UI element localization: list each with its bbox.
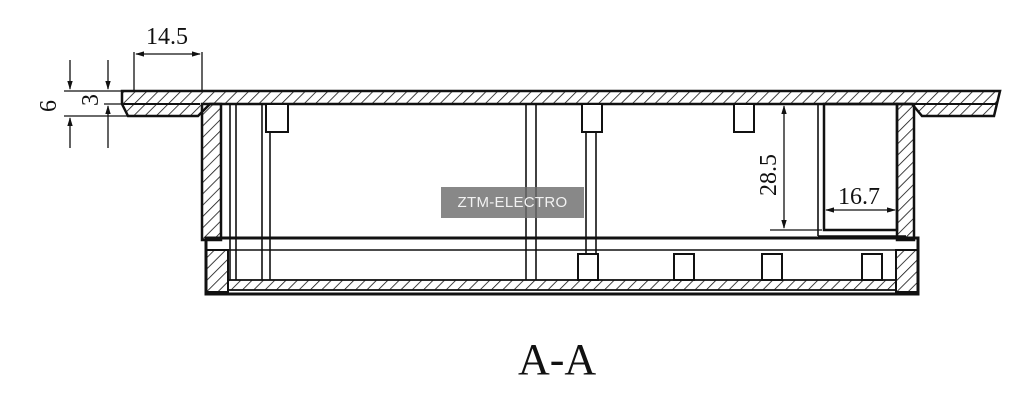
dimension-flange-width: 14.5 bbox=[133, 24, 203, 90]
lid-bosses bbox=[265, 103, 755, 133]
dimension-pocket-width: 16.7 bbox=[825, 184, 896, 213]
left-wall bbox=[200, 102, 223, 242]
right-pocket bbox=[817, 102, 906, 237]
dimension-wall-thickness: 3 bbox=[78, 60, 122, 148]
pocket-width-label: 16.7 bbox=[838, 184, 880, 210]
dimension-overall-thickness: 6 bbox=[36, 60, 128, 148]
right-wall bbox=[895, 102, 916, 242]
watermark: ZTM-ELECTRO bbox=[441, 187, 584, 218]
inner-height-label: 28.5 bbox=[756, 154, 782, 196]
section-label: A-A bbox=[518, 335, 596, 384]
overall-thickness-label: 6 bbox=[36, 100, 62, 112]
flange-width-label: 14.5 bbox=[146, 24, 188, 50]
base-tray bbox=[204, 236, 920, 296]
wall-thickness-label: 3 bbox=[78, 94, 104, 106]
dimension-inner-height: 28.5 bbox=[756, 103, 822, 231]
base-bosses bbox=[577, 253, 883, 281]
watermark-text: ZTM-ELECTRO bbox=[457, 194, 568, 211]
